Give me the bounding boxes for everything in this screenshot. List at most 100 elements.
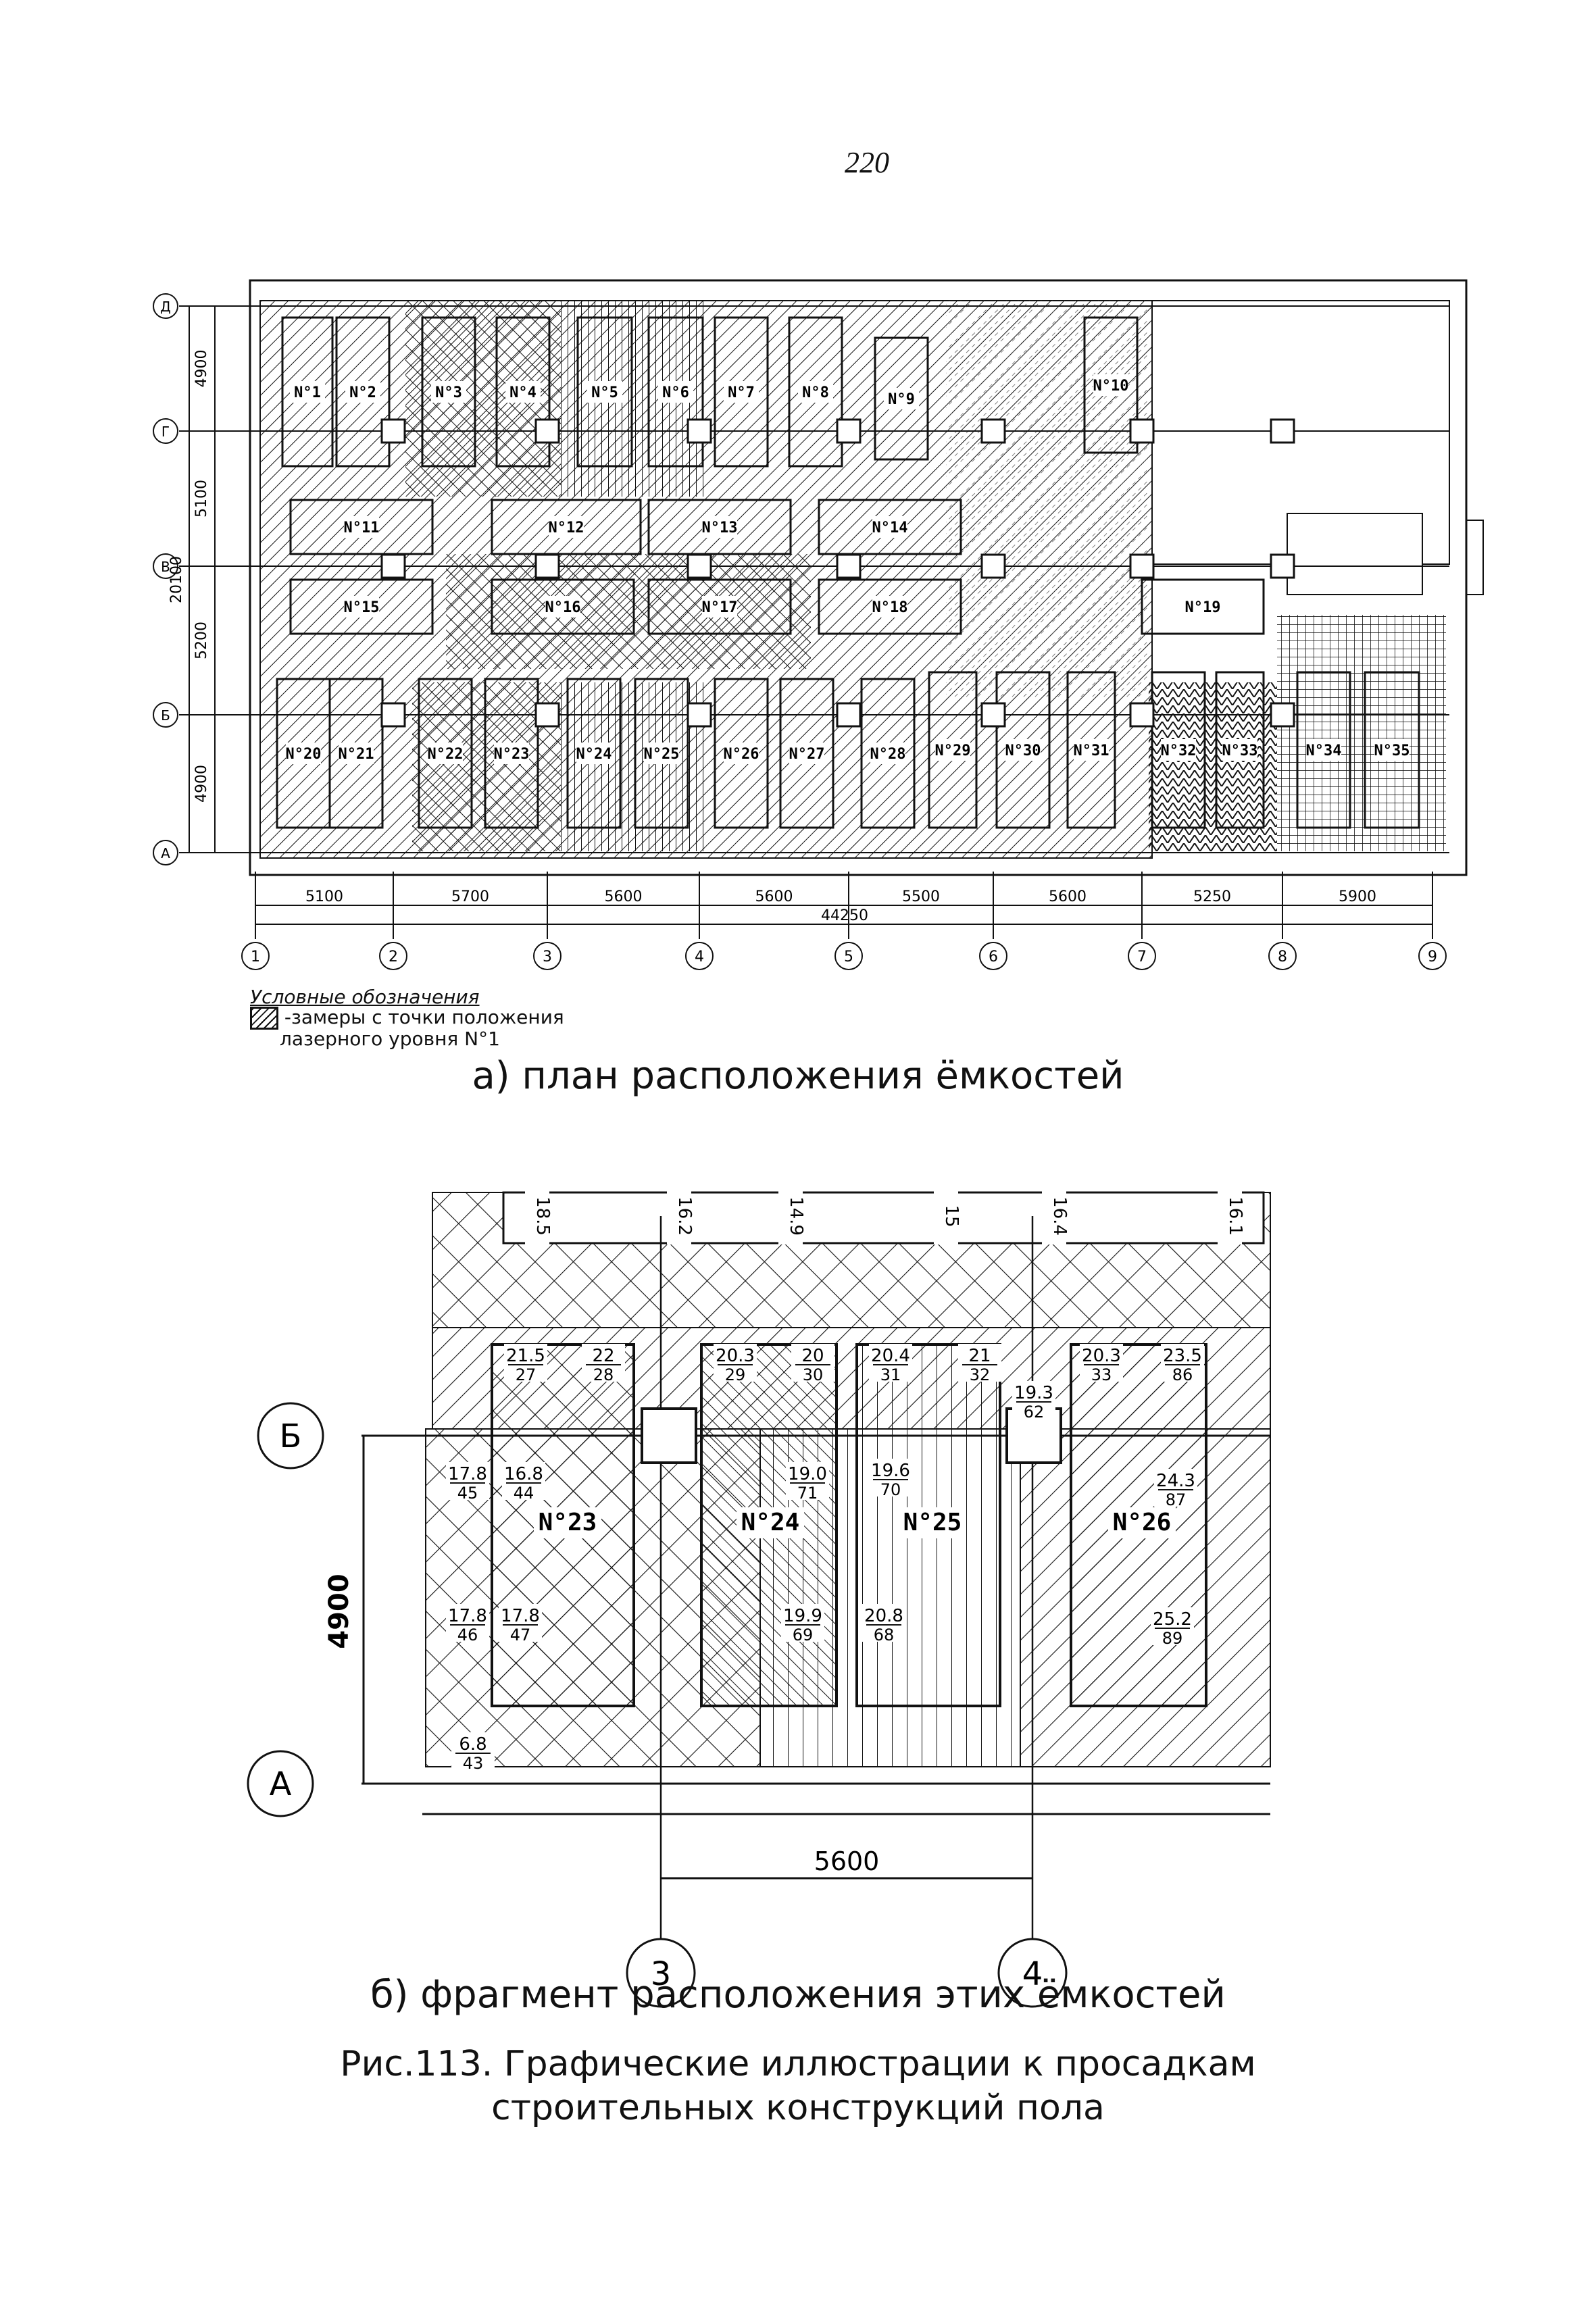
plan-tank-label-bg-27 <box>789 743 824 764</box>
plan-tank-label-bg-12 <box>549 516 584 538</box>
plan-column-0-0 <box>380 418 406 444</box>
frag-top-strip <box>502 1191 1265 1244</box>
frag-mark-bg-15 <box>499 1604 542 1642</box>
plan-tank-7 <box>714 316 769 468</box>
plan-col-bubble-8 <box>1418 942 1447 970</box>
plan-tank-label-bg-30 <box>1005 739 1041 761</box>
plan-column-0-3 <box>836 418 862 444</box>
caption-a: а) план расположения ёмкостей <box>472 1054 1124 1098</box>
frag-mark-num-0: 27 <box>516 1365 537 1384</box>
plan-row-label-4: А <box>161 845 170 861</box>
frag-mark-num-19: 43 <box>463 1754 484 1773</box>
plan-tank-label-bg-24 <box>576 743 612 764</box>
plan-tank-label-3: N°3 <box>435 384 462 401</box>
frag-top-val-2: 14.9 <box>786 1197 806 1236</box>
figure-caption-line-2: строительных конструкций пола <box>491 2088 1105 2128</box>
frag-mark-bg-9 <box>446 1462 489 1500</box>
legend-line-2: лазерного уровня N°1 <box>280 1028 500 1050</box>
plan-tank-label-bg-9 <box>884 388 919 409</box>
plan-column-1-1 <box>534 553 560 579</box>
frag-mark-value-11: 19.0 <box>788 1464 827 1484</box>
plan-tank-label-23: N°23 <box>494 746 530 763</box>
plan-col-label-8: 9 <box>1428 949 1437 965</box>
plan-row-dim-2: 5200 <box>193 622 210 659</box>
plan-tank-3 <box>421 316 476 468</box>
frag-axis-b-label: Б <box>280 1417 302 1455</box>
plan-column-2-1 <box>534 702 560 728</box>
plan-column-0-5 <box>1129 418 1155 444</box>
plan-tank-32 <box>1151 671 1206 829</box>
plan-tank-label-bg-22 <box>428 743 463 764</box>
plan-column-1-6 <box>1270 553 1295 579</box>
plan-tank-label-bg-7 <box>724 381 759 403</box>
frag-mark-num-4: 31 <box>880 1365 901 1384</box>
frag-tank-label-1: N°24 <box>741 1509 800 1536</box>
frag-axis-3-label: 3 <box>651 1955 672 1993</box>
plan-tank-1 <box>281 316 334 468</box>
plan-tank-label-20: N°20 <box>286 746 322 763</box>
plan-col-bubble-2 <box>533 942 562 970</box>
plan-tank-label-27: N°27 <box>789 746 825 763</box>
plan-col-bubble-6 <box>1128 942 1156 970</box>
plan-tank-label-15: N°15 <box>344 599 380 616</box>
plan-tank-5 <box>576 316 633 468</box>
plan-column-1-2 <box>687 553 712 579</box>
plan-col-bubble-0 <box>241 942 270 970</box>
entrance-bump <box>1466 520 1484 595</box>
plan-tank-label-9: N°9 <box>888 391 915 408</box>
frag-mark-bg-6 <box>1012 1381 1055 1419</box>
frag-mark-bg-12 <box>869 1459 912 1496</box>
plan-col-dim-2: 5600 <box>605 888 643 905</box>
frag-mark-num-2: 29 <box>725 1365 746 1384</box>
frag-tank-label-0: N°23 <box>539 1509 597 1536</box>
plan-tank-label-bg-32 <box>1161 739 1196 761</box>
plan-tank-label-12: N°12 <box>549 520 584 536</box>
plan-col-bubble-7 <box>1268 942 1297 970</box>
plan-tank-label-bg-35 <box>1374 739 1410 761</box>
plan-tank-13 <box>647 499 792 555</box>
plan-tank-label-30: N°30 <box>1005 743 1041 759</box>
frag-axis-3-bubble <box>626 1938 696 2008</box>
frag-mark-value-18: 25.2 <box>1153 1609 1192 1630</box>
frag-mark-bg-11 <box>786 1462 829 1500</box>
frag-top-val-bg-1 <box>667 1188 691 1244</box>
plan-outline <box>249 279 1468 876</box>
plan-tank-label-16: N°16 <box>545 599 581 616</box>
plan-tank-label-bg-34 <box>1306 739 1341 761</box>
plan-column-2-6 <box>1270 702 1295 728</box>
frag-mark-bg-14 <box>446 1604 489 1642</box>
plan-row-label-3: Б <box>161 707 170 724</box>
frag-mark-value-17: 20.8 <box>864 1606 903 1626</box>
plan-row-bubble-3 <box>153 702 178 728</box>
plan-tank-label-bg-8 <box>798 381 833 403</box>
frag-mark-bg-0 <box>504 1344 547 1382</box>
frag-mark-num-11: 71 <box>797 1484 818 1503</box>
plan-tank-label-bg-14 <box>872 516 907 538</box>
frag-mark-bg-16 <box>781 1604 824 1642</box>
plan-col-label-1: 2 <box>389 949 398 965</box>
frag-mark-num-12: 70 <box>880 1480 901 1499</box>
plan-tank-11 <box>289 499 434 555</box>
plan-tank-label-bg-29 <box>935 739 970 761</box>
stair-room <box>1287 513 1423 595</box>
plan-tank-label-5: N°5 <box>591 384 618 401</box>
frag-mark-value-9: 17.8 <box>448 1464 487 1484</box>
plan-tank-34 <box>1296 671 1351 829</box>
frag-tank-label-bg-1 <box>737 1507 804 1538</box>
frag-mark-value-0: 21.5 <box>506 1346 545 1366</box>
plan-row-dim-3: 4900 <box>193 765 210 803</box>
frag-mark-bg-18 <box>1151 1607 1194 1645</box>
plan-tank-label-bg-20 <box>286 743 321 764</box>
plan-tank-label-26: N°26 <box>724 746 759 763</box>
plan-column-1-4 <box>980 553 1006 579</box>
plan-tank-label-1: N°1 <box>294 384 321 401</box>
frag-mark-value-13: 24.3 <box>1156 1471 1195 1491</box>
plan-tank-label-19: N°19 <box>1185 599 1221 616</box>
legend-hatch-swatch <box>250 1007 278 1030</box>
frag-mark-value-14: 17.8 <box>448 1606 487 1626</box>
plan-tank-28 <box>860 678 916 829</box>
frag-mark-num-1: 28 <box>593 1365 614 1384</box>
plan-column-2-3 <box>836 702 862 728</box>
plan-col-dim-7: 5900 <box>1339 888 1376 905</box>
